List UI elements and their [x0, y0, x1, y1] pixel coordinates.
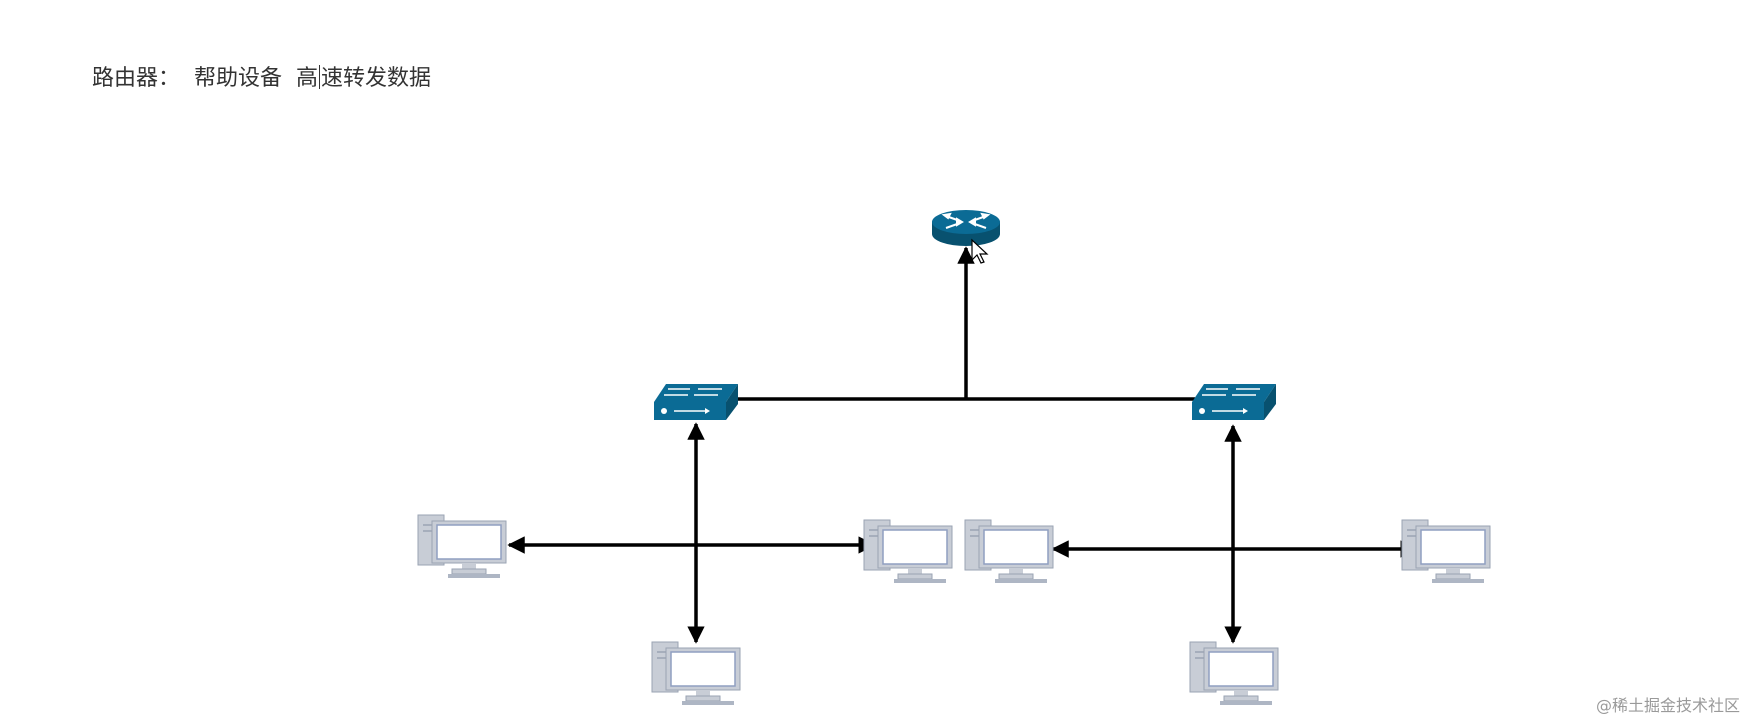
- heading-text-part1: 帮助设备 高: [194, 66, 319, 91]
- computer-icon[interactable]: [964, 519, 1054, 584]
- links: [507, 246, 1418, 644]
- switch-icon[interactable]: [1191, 383, 1277, 421]
- watermark: @稀土掘金技术社区: [1595, 696, 1740, 715]
- text-cursor: [319, 65, 321, 89]
- heading: 路由器： 帮助设备 高速转发数据: [92, 64, 431, 94]
- mouse-pointer-icon: [971, 238, 989, 264]
- computer-icon[interactable]: [417, 514, 507, 579]
- computer-icon[interactable]: [1401, 519, 1491, 584]
- switch-icon[interactable]: [653, 383, 739, 421]
- computer-icon[interactable]: [1189, 641, 1279, 706]
- router-icon[interactable]: [931, 209, 1001, 247]
- heading-text-part2: 速转发数据: [321, 66, 432, 91]
- computer-icon[interactable]: [863, 519, 953, 584]
- heading-label: 路由器：: [92, 66, 181, 91]
- computer-icon[interactable]: [651, 641, 741, 706]
